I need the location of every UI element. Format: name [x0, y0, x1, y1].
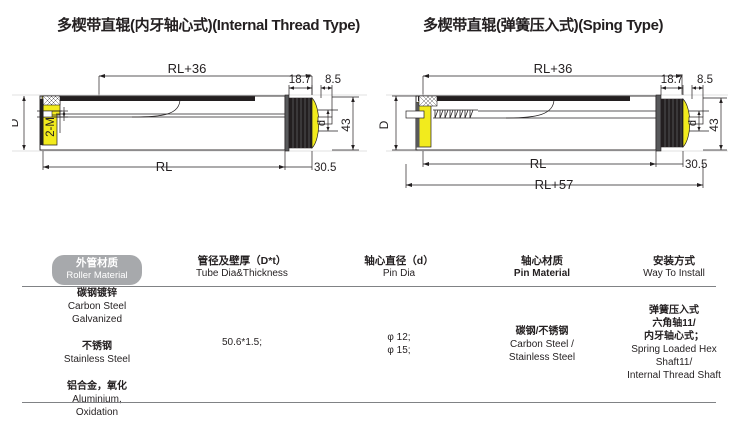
dim-label-43: 43 [339, 118, 353, 132]
table-top-rule [22, 286, 716, 287]
cell-roller-material: 碳钢镀锌 Carbon Steel Galvanized 不锈钢 Stainle… [22, 287, 172, 433]
way-to-install-en3: Internal Thread Shaft [627, 370, 721, 381]
column-header-roller-material: 外管材质 Roller Material [22, 255, 172, 285]
dim-label-30-5: 30.5 [314, 162, 336, 174]
pin-material-en2: Stainless Steel [508, 352, 576, 363]
dim-label-D-right: D [378, 120, 391, 129]
dim-label-8-5: 8.5 [325, 74, 341, 86]
dim-label-d: d [316, 120, 328, 126]
specification-table: 外管材质 Roller Material 管径及壁厚（D*t） Tube Dia… [22, 255, 721, 425]
header-en-pin-material: Pin Material [513, 268, 571, 279]
column-header-pin-material: 轴心材质 Pin Material [452, 255, 632, 280]
pin-material-cn: 碳钢/不锈钢 [515, 326, 569, 337]
roller-material-3-en1: Aluminium, [72, 394, 122, 405]
dim-label-rl36-right: RL+36 [534, 61, 573, 76]
cell-tube-dia: 50.6*1.5; [152, 336, 332, 349]
way-to-install-cn2: 六角轴11/ [652, 318, 696, 329]
dim-label-rl: RL [156, 159, 173, 174]
header-en-pin-dia: Pin Dia [382, 268, 416, 279]
dim-label-43-right: 43 [707, 118, 721, 132]
header-cn-pin-dia: 轴心直径（d） [364, 255, 434, 267]
way-to-install-en2: Shaft11/ [655, 357, 693, 368]
dim-label-8-5-right: 8.5 [697, 74, 713, 86]
dim-label-2-M: 2-M [45, 117, 57, 137]
tube-dia-value: 50.6*1.5; [221, 337, 263, 348]
header-en-way-to-install: Way To Install [643, 268, 705, 279]
header-en-tube-dia: Tube Dia&Thickness [196, 268, 288, 279]
cell-way-to-install: 弹簧压入式 六角轴11/ 内牙轴心式； Spring Loaded Hex Sh… [594, 304, 737, 382]
roller-material-1-en1: Carbon Steel [67, 301, 127, 312]
column-header-pin-dia: 轴心直径（d） Pin Dia [314, 255, 484, 280]
pin-dia-value-1: φ 12; [387, 332, 411, 343]
pin-material-en1: Carbon Steel / [510, 339, 574, 350]
roller-material-option-3: 铝合金，氧化 Aluminium, Oxidation [22, 380, 172, 419]
dim-label-rl-right: RL [530, 156, 547, 171]
roller-material-option-1: 碳钢镀锌 Carbon Steel Galvanized [22, 287, 172, 326]
roller-material-2-cn: 不锈钢 [82, 341, 112, 352]
pin-dia-value-2: φ 15; [387, 345, 411, 356]
roller-material-option-2: 不锈钢 Stainless Steel [22, 340, 172, 366]
roller-material-pill: 外管材质 Roller Material [52, 255, 142, 285]
dim-label-rl36: RL+36 [168, 61, 207, 76]
way-to-install-cn1: 弹簧压入式 [649, 305, 699, 316]
table-header-row: 外管材质 Roller Material 管径及壁厚（D*t） Tube Dia… [22, 255, 716, 285]
roller-material-1-cn: 碳钢镀锌 [77, 288, 117, 299]
dim-label-rl57: RL+57 [535, 177, 574, 192]
table-body: 碳钢镀锌 Carbon Steel Galvanized 不锈钢 Stainle… [22, 287, 721, 418]
column-header-way-to-install: 安装方式 Way To Install [594, 255, 737, 280]
header-cn-tube-dia: 管径及壁厚（D*t） [197, 255, 287, 267]
cell-pin-material: 碳钢/不锈钢 Carbon Steel / Stainless Steel [452, 325, 632, 364]
roller-material-2-en1: Stainless Steel [63, 354, 131, 365]
dim-label-30-5-right: 30.5 [685, 159, 707, 171]
right-drawing-title: 多楔带直辊(弹簧压入式)(Sping Type) [423, 17, 664, 34]
header-cn-way-to-install: 安装方式 [653, 255, 695, 267]
dim-label-18-7: 18.7 [289, 74, 311, 86]
internal-thread-type-roller-drawing: RL+36 18.7 8.5 RL 30.5 D 2-M d 43 [12, 55, 367, 180]
way-to-install-cn3: 内牙轴心式； [644, 331, 704, 342]
left-drawing-title: 多楔带直辊(内牙轴心式)(Internal Thread Type) [57, 17, 360, 34]
dim-label-18-7-right: 18.7 [661, 74, 683, 86]
spring-type-roller-drawing: RL+36 18.7 8.5 RL 30.5 RL+57 D d 43 [378, 55, 728, 200]
column-header-tube-dia: 管径及壁厚（D*t） Tube Dia&Thickness [152, 255, 332, 280]
way-to-install-en1: Spring Loaded Hex [631, 344, 717, 355]
header-cn-roller-material: 外管材质 [76, 257, 118, 269]
roller-material-3-en2: Oxidation [75, 407, 119, 418]
dim-label-d-right: d [687, 120, 699, 126]
header-en-roller-material: Roller Material [66, 270, 128, 281]
roller-material-3-cn: 铝合金，氧化 [67, 381, 127, 392]
table-bottom-rule [22, 402, 716, 403]
dim-label-D: D [12, 118, 21, 127]
roller-material-1-en2: Galvanized [71, 314, 123, 325]
cell-pin-dia: φ 12; φ 15; [314, 331, 484, 357]
header-cn-pin-material: 轴心材质 [521, 255, 563, 267]
